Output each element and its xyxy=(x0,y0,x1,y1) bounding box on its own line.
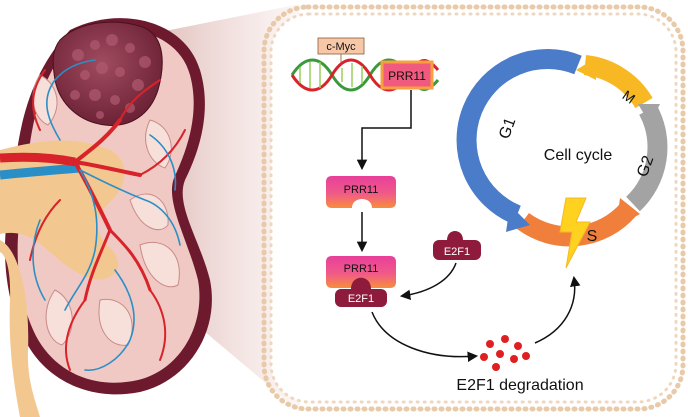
phase-s-label: S xyxy=(587,228,598,245)
vein-branches xyxy=(32,59,181,371)
degraded-e2f1-particles xyxy=(480,335,530,371)
phase-g1-arc xyxy=(456,49,582,225)
prr11-protein: PRR11 xyxy=(326,176,396,208)
cmyc-label: c-Myc xyxy=(326,41,356,53)
complex-prr11-label: PRR11 xyxy=(344,263,379,275)
phase-g1-label: G1 xyxy=(496,115,519,141)
e2f1-free-label: E2F1 xyxy=(444,246,470,258)
cell-cycle-label: Cell cycle xyxy=(544,147,613,164)
cell-membrane xyxy=(261,4,686,412)
arrow-transcription xyxy=(356,90,412,171)
complex-e2f1-label: E2F1 xyxy=(348,293,374,305)
renal-artery xyxy=(0,152,76,167)
kidney-illustration xyxy=(0,18,212,417)
arrow-to-cell-cycle xyxy=(534,275,581,344)
prr11-e2f1-complex: PRR11 E2F1 xyxy=(326,256,396,307)
prr11-protein-label: PRR11 xyxy=(344,184,379,196)
prr11-gene-box xyxy=(380,60,434,90)
ureter xyxy=(0,240,40,417)
arrow-e2f1-binding xyxy=(399,262,457,301)
prr11-gene-label: PRR11 xyxy=(388,69,426,83)
phase-g2-arc xyxy=(625,105,668,212)
degradation-label: E2F1 degradation xyxy=(456,377,583,394)
artery-branches xyxy=(29,69,186,371)
phase-g2-label: G2 xyxy=(634,153,657,179)
renal-vein xyxy=(0,163,81,180)
lightning-icon xyxy=(559,197,591,269)
arrow-degradation xyxy=(371,311,479,362)
e2f1-free: E2F1 xyxy=(433,231,481,260)
cell-cycle-arrowheads xyxy=(506,58,660,232)
